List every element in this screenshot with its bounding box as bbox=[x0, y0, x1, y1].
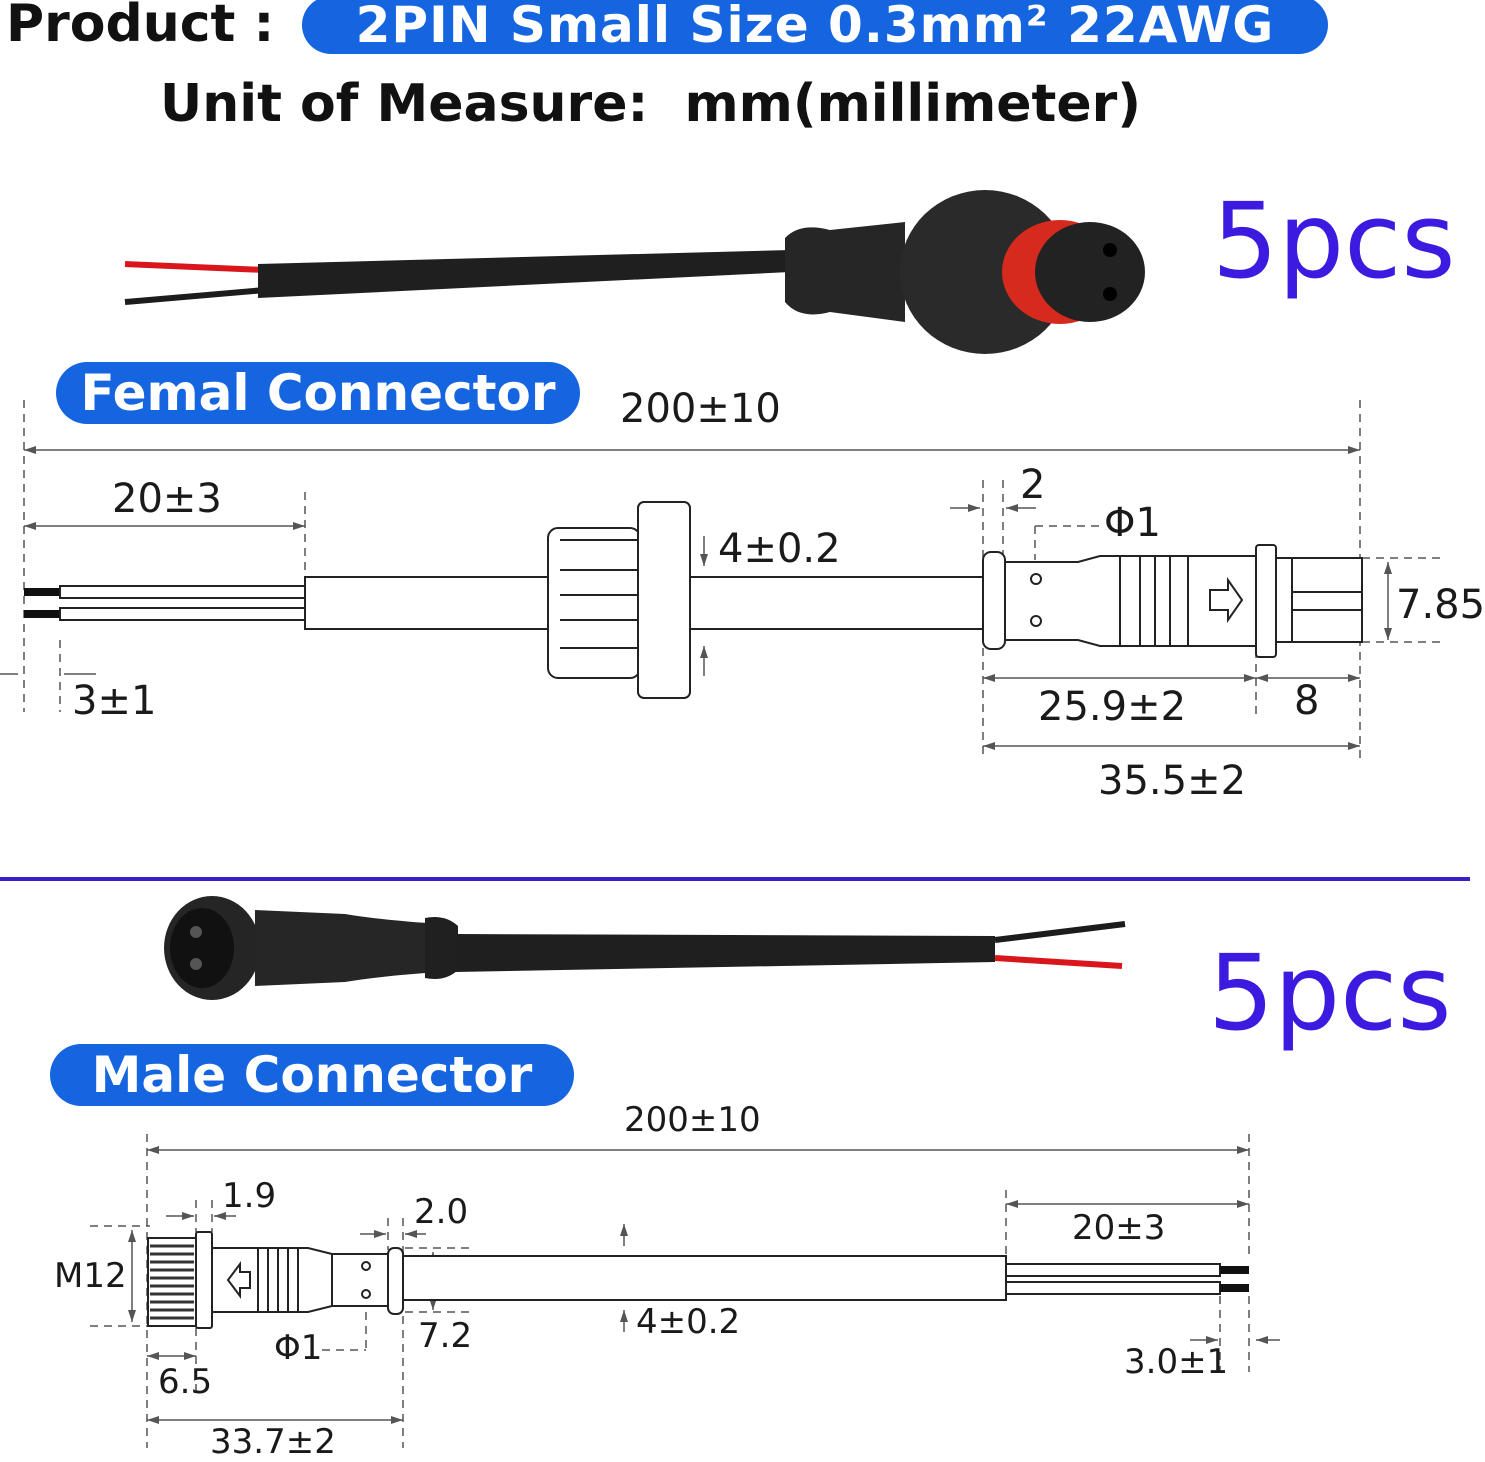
male-section-label: Male Connector bbox=[50, 1044, 574, 1106]
male-tin-length-label: 3.0±1 bbox=[1124, 1342, 1229, 1382]
product-spec-badge: 2PIN Small Size 0.3mm² 22AWG bbox=[302, 0, 1328, 54]
male-strip-length-label: 20±3 bbox=[1072, 1208, 1166, 1248]
female-body-length-label: 25.9±2 bbox=[1038, 684, 1187, 730]
female-pin-diameter-label: Φ1 bbox=[1104, 500, 1161, 546]
female-cable-diameter-label: 4±0.2 bbox=[718, 526, 841, 572]
female-connector-length-label: 35.5±2 bbox=[1098, 758, 1247, 804]
male-thread-length-label: 6.5 bbox=[158, 1362, 213, 1402]
female-head-diameter-label: 7.85 bbox=[1396, 582, 1485, 628]
male-connector-length-label: 33.7±2 bbox=[210, 1422, 336, 1462]
male-pin-diameter-label: Φ1 bbox=[274, 1328, 323, 1368]
male-cable-diameter-label: 4±0.2 bbox=[636, 1302, 741, 1342]
female-gap-label: 2 bbox=[1020, 462, 1046, 508]
product-label: Product : bbox=[6, 0, 275, 54]
male-head-diameter-label: 7.2 bbox=[418, 1316, 473, 1356]
male-quantity: 5pcs bbox=[1208, 932, 1452, 1054]
section-divider bbox=[0, 877, 1470, 881]
male-thread-size-label: M12 bbox=[54, 1256, 127, 1296]
female-total-length-label: 200±10 bbox=[620, 386, 781, 432]
female-socket-length-label: 8 bbox=[1294, 678, 1320, 724]
female-tin-length-label: 3±1 bbox=[72, 678, 157, 724]
male-total-length-label: 200±10 bbox=[624, 1100, 761, 1140]
unit-of-measure: Unit of Measure: mm(millimeter) bbox=[160, 74, 1142, 134]
female-strip-length-label: 20±3 bbox=[112, 476, 222, 522]
female-quantity: 5pcs bbox=[1212, 180, 1456, 302]
male-gap-label: 2.0 bbox=[414, 1192, 469, 1232]
male-thread-width-label: 1.9 bbox=[222, 1176, 277, 1216]
female-section-label: Femal Connector bbox=[56, 362, 580, 424]
